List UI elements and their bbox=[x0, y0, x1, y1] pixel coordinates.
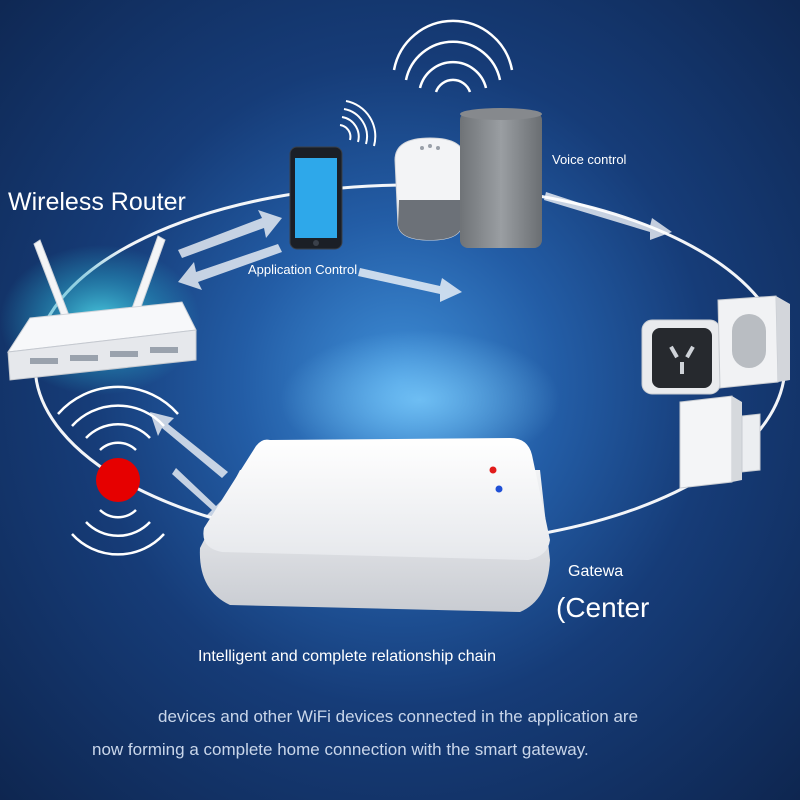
description-line-1: devices and other WiFi devices connected… bbox=[158, 707, 639, 726]
motion-sensor-icon bbox=[717, 295, 790, 389]
relationship-chain-caption: Intelligent and complete relationship ch… bbox=[198, 648, 496, 665]
description-line-2: now forming a complete home connection w… bbox=[92, 740, 589, 759]
gateway-label-line2: (Center bbox=[556, 592, 650, 623]
router-icon bbox=[7, 235, 197, 381]
door-sensor-icon bbox=[679, 395, 761, 489]
voice-control-label: Voice control bbox=[552, 152, 627, 167]
phone-wifi-signal-icon bbox=[339, 100, 377, 147]
center-glow bbox=[280, 330, 560, 470]
red-status-dot bbox=[96, 458, 140, 502]
app-control-label: Application Control bbox=[248, 262, 358, 277]
fabric-speaker-icon bbox=[460, 108, 542, 248]
gateway-icon bbox=[199, 438, 550, 612]
smartphone-icon bbox=[289, 146, 343, 250]
red-dot-wifi-signal-icon bbox=[57, 385, 179, 556]
gateway-label-line1: Gatewa bbox=[568, 563, 624, 580]
arrow-icon bbox=[150, 192, 672, 522]
smart-plug-icon bbox=[641, 319, 721, 395]
router-label: Wireless Router bbox=[8, 188, 186, 216]
smart-speaker-icon bbox=[394, 137, 466, 241]
speaker-wifi-signal-icon bbox=[392, 19, 514, 93]
